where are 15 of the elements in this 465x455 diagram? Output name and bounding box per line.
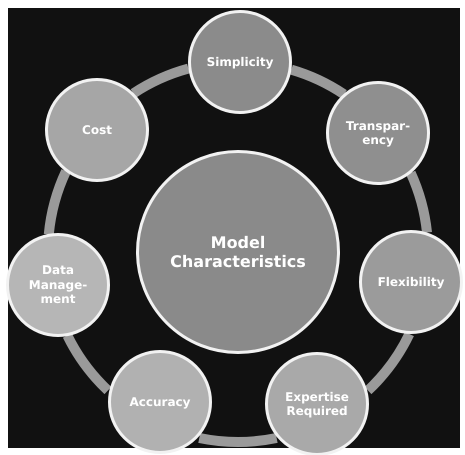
node-label: Model Characteristics bbox=[169, 232, 307, 272]
node-label: Simplicity bbox=[206, 54, 274, 70]
ring-connector bbox=[406, 170, 432, 234]
node-label: Expertise Required bbox=[284, 390, 350, 418]
ring-connector bbox=[364, 332, 414, 394]
ring-connector bbox=[130, 64, 190, 98]
node-label: Transpar- ency bbox=[344, 118, 412, 148]
ring-connector bbox=[44, 169, 71, 235]
node-label: Accuracy bbox=[129, 394, 190, 410]
ring-connector bbox=[63, 333, 112, 394]
ring-connector bbox=[198, 433, 278, 447]
node-label: Cost bbox=[82, 122, 112, 138]
node-label: Data Manage- ment bbox=[28, 263, 88, 307]
ring-connector bbox=[290, 64, 347, 99]
node-label: Flexibility bbox=[378, 274, 444, 290]
